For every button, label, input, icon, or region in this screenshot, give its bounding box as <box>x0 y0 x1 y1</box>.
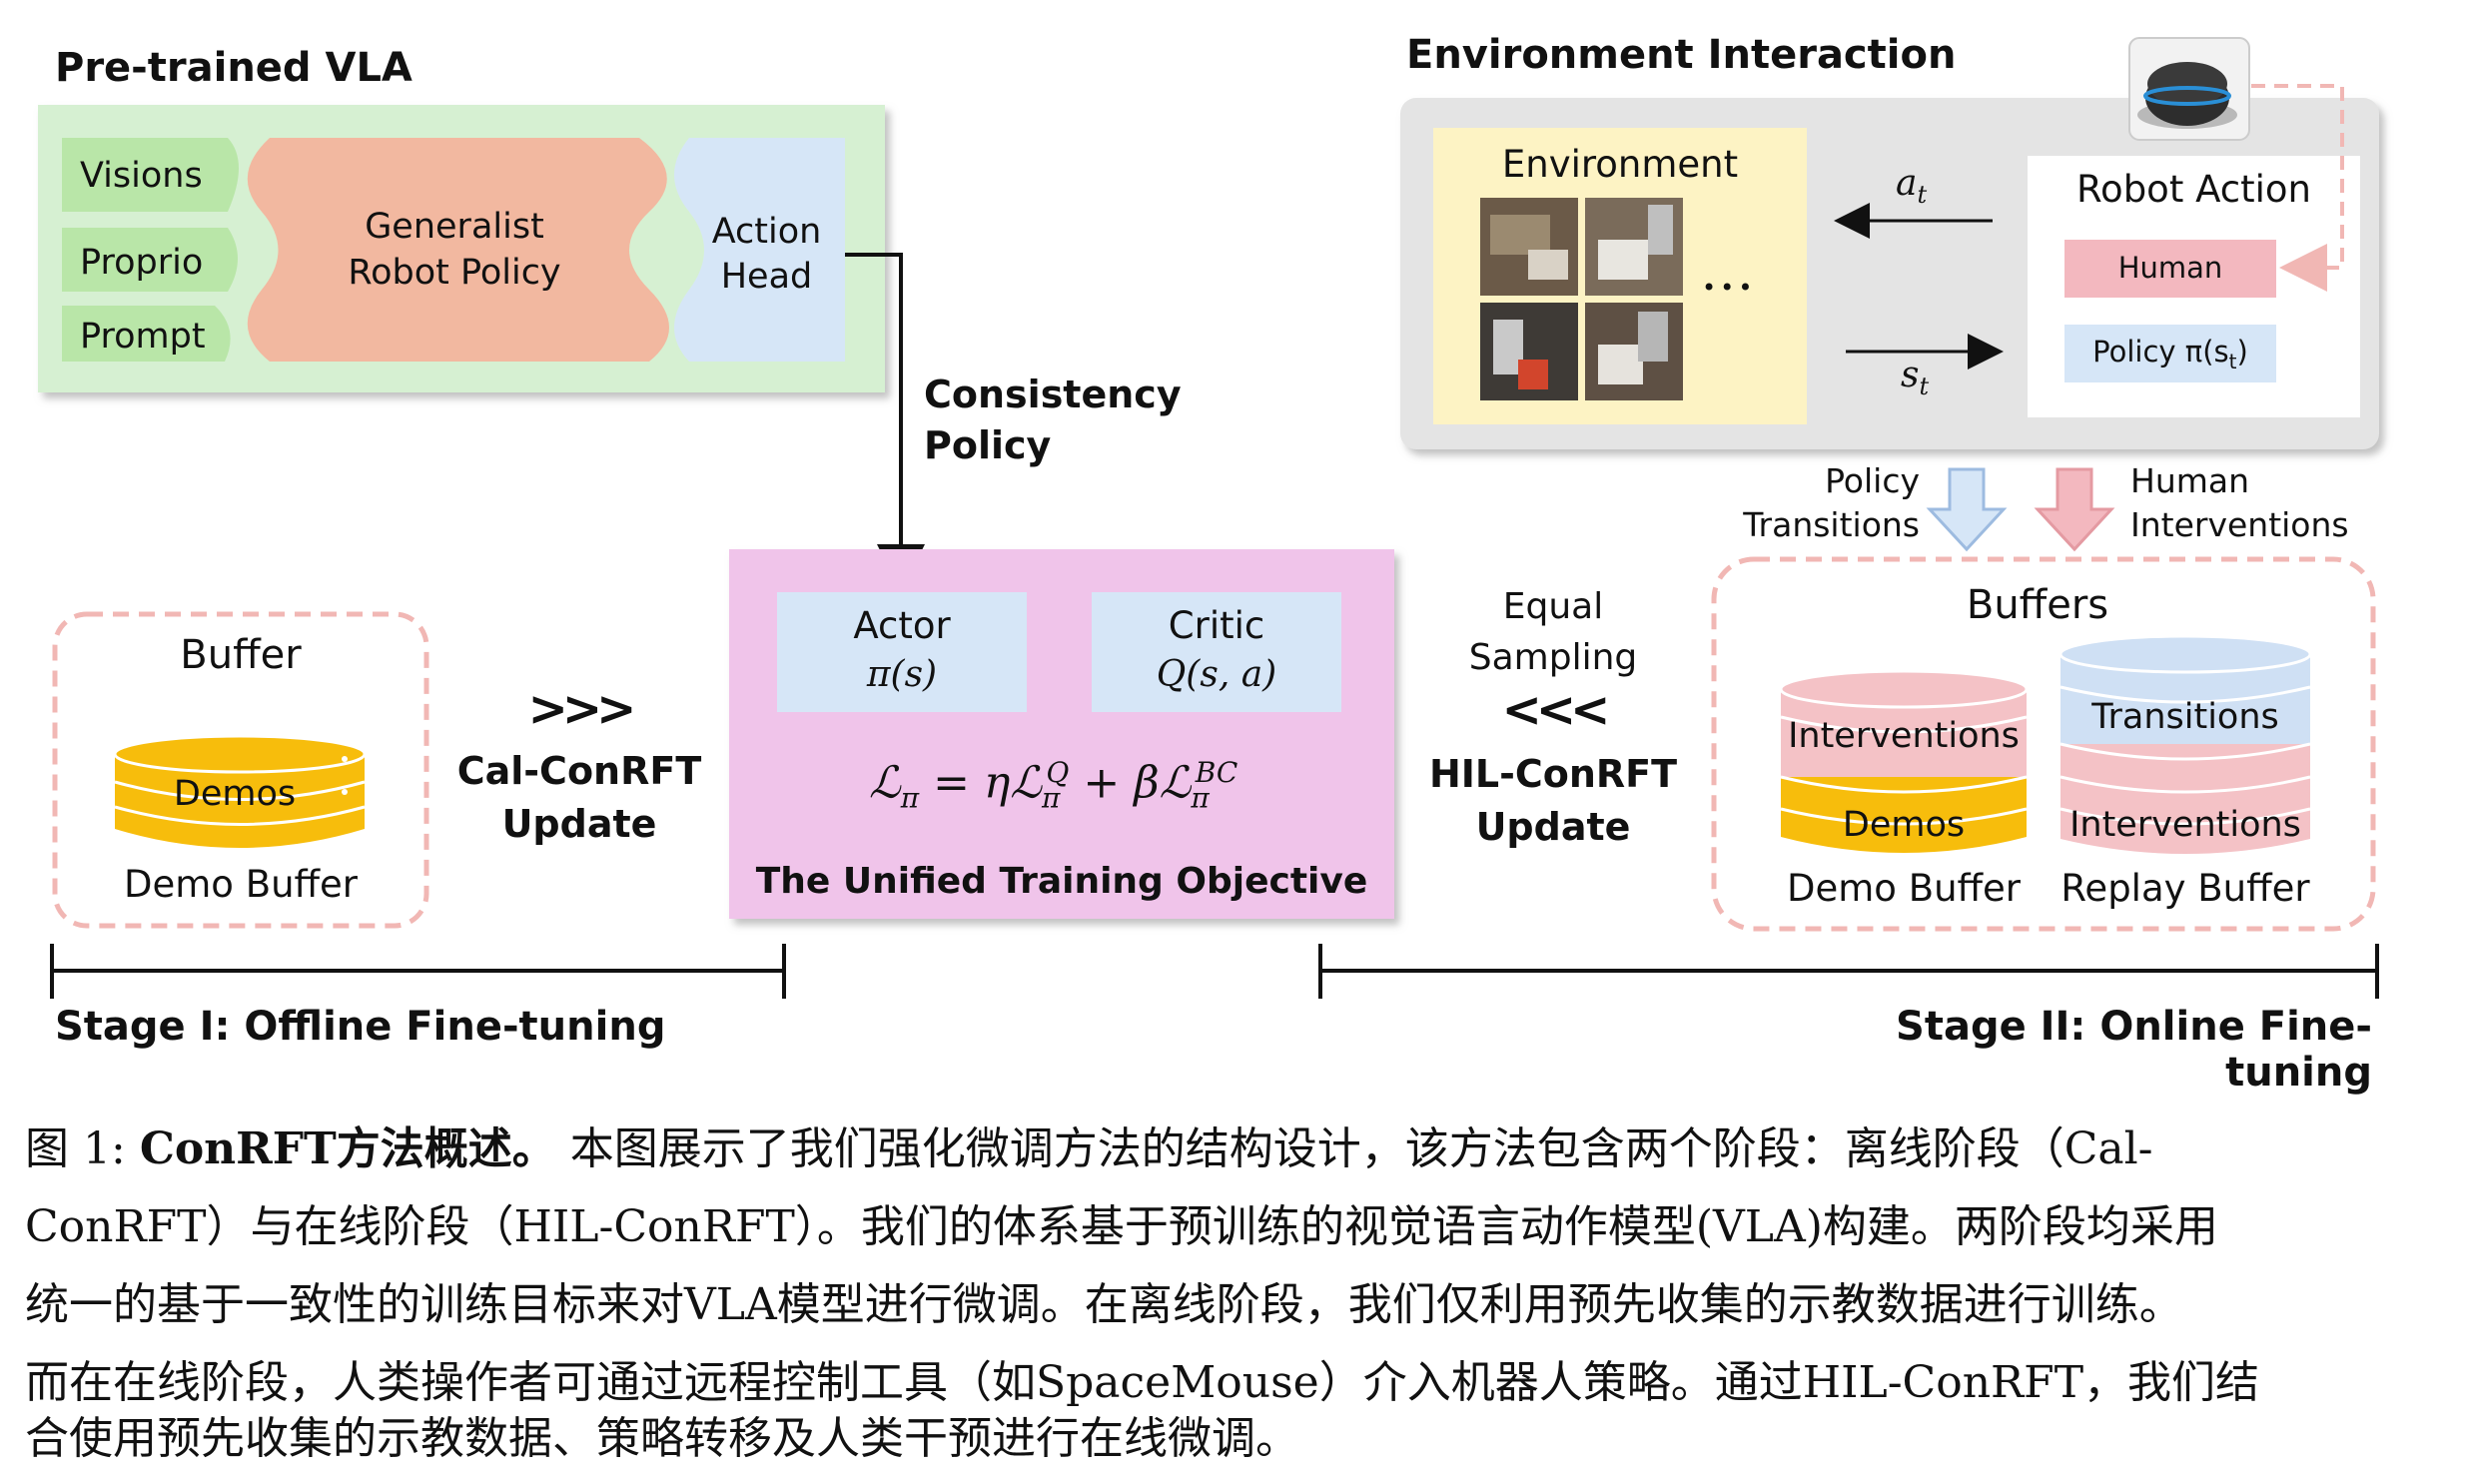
policy-line2: Robot Policy <box>348 253 561 293</box>
action-symbol-main: a <box>1896 163 1918 204</box>
device-to-human-line <box>2251 84 2344 292</box>
online-demo-cylinder <box>1779 669 2029 853</box>
critic-line2: Q(s, a) <box>1156 654 1277 695</box>
vla-title: Pre-trained VLA <box>55 45 412 91</box>
offline-buffer-box <box>52 611 429 929</box>
equal-line2: Sampling <box>1468 637 1638 678</box>
hil-line2: Update <box>1475 805 1631 849</box>
caption-label: 图 1: <box>25 1123 126 1174</box>
actor-box <box>777 592 1027 712</box>
hil-arrows: <<< <box>1501 682 1611 738</box>
demo-buffer-caption: Demo Buffer <box>1787 867 2021 910</box>
critic-line1: Critic <box>1168 604 1265 647</box>
cal-line1: Cal-ConRFT <box>456 749 702 793</box>
state-symbol-sub: t <box>1919 372 1930 401</box>
human-interventions-line2: Interventions <box>2130 505 2349 544</box>
robot-action-title: Robot Action <box>2076 168 2311 211</box>
replay-buffer-caption: Replay Buffer <box>2060 867 2310 910</box>
policy-label: Policy π(st) <box>2064 335 2276 373</box>
caption-text-1: 本图展示了我们强化微调方法的结构设计，该方法包含两个阶段：离线阶段（Cal- <box>569 1123 2153 1174</box>
action-head-line2: Head <box>720 257 813 297</box>
consistency-line2: Policy <box>924 423 1052 467</box>
action-head-shape <box>674 138 845 362</box>
visions-label: Visions <box>80 156 203 196</box>
action-symbol-sub: t <box>1917 181 1928 210</box>
human-interventions-line1: Human <box>2130 461 2250 500</box>
hil-line1: HIL-ConRFT <box>1428 752 1678 796</box>
policy-transitions-line1: Policy <box>1825 461 1920 500</box>
replay-cyl-bottom-label: Interventions <box>2069 805 2301 845</box>
human-label: Human <box>2117 251 2223 285</box>
visions-tab <box>62 138 239 212</box>
spacemouse-device <box>2128 37 2250 141</box>
online-buffers-box <box>1711 556 2376 932</box>
critic-box <box>1092 592 1341 712</box>
offline-demos-cylinder <box>113 734 367 848</box>
demo-cyl-bottom-label: Demos <box>1842 805 1966 845</box>
human-interventions-arrow <box>2034 467 2115 552</box>
objective-title: The Unified Training Objective <box>755 861 1368 902</box>
state-symbol-main: s <box>1901 355 1920 395</box>
policy-transitions-arrow <box>1926 467 2008 552</box>
replay-buffer-cylinder <box>2058 634 2312 854</box>
state-symbol: st <box>1901 355 1929 400</box>
stage2-label: Stage II: Online Fine-tuning <box>1896 1004 2372 1096</box>
environment-label: Environment <box>1501 143 1739 186</box>
caption-line2: ConRFT）与在线阶段（HIL-ConRFT）。我们的体系基于预训练的视觉语言… <box>25 1201 2218 1252</box>
caption-line5: 合使用预先收集的示教数据、策略转移及人类干预进行在线微调。 <box>25 1413 1299 1464</box>
policy-box <box>2064 325 2276 382</box>
ellipsis: ••• <box>1702 274 1757 302</box>
policy-transitions-line2: Transitions <box>1743 505 1920 544</box>
actor-line2: π(s) <box>866 654 938 695</box>
cal-arrows: >>> <box>527 681 637 737</box>
caption-bold: ConRFT方法概述。 <box>139 1123 556 1174</box>
online-buffers-title: Buffers <box>1966 582 2109 628</box>
policy-line1: Generalist <box>365 207 544 247</box>
action-head-line1: Action <box>711 212 822 252</box>
replay-cyl-top-label: Transitions <box>2091 697 2279 737</box>
policy-label-close: ) <box>2236 335 2248 369</box>
actor-line1: Actor <box>853 604 951 647</box>
caption-line4: 而在在线阶段，人类操作者可通过远程控制工具（如SpaceMouse）介入机器人策… <box>25 1357 2260 1408</box>
offline-demos-label: Demos <box>173 774 297 814</box>
equal-line1: Equal <box>1502 586 1604 627</box>
action-symbol: at <box>1896 163 1927 209</box>
objective-formula: ℒπ = ηℒπQ + βℒπBC <box>869 756 1238 815</box>
env-title: Environment Interaction <box>1406 32 1957 78</box>
stage2-bracket <box>1318 944 2379 999</box>
consistency-line1: Consistency <box>924 372 1182 416</box>
demo-cyl-top-label: Interventions <box>1788 716 2020 756</box>
stage1-bracket <box>50 944 786 999</box>
caption-line3: 统一的基于一致性的训练目标来对VLA模型进行微调。在离线阶段，我们仅利用预先收集… <box>25 1279 2183 1330</box>
proprio-tab <box>62 228 238 292</box>
human-box <box>2064 240 2276 298</box>
generalist-policy-shape <box>247 138 669 362</box>
consistency-connector <box>845 253 925 592</box>
caption-line1: 图 1: ConRFT方法概述。 本图展示了我们强化微调方法的结构设计，该方法包… <box>25 1111 2447 1188</box>
offline-buffer-title: Buffer <box>180 632 302 678</box>
policy-label-sub: t <box>2228 349 2237 373</box>
prompt-label: Prompt <box>80 317 206 357</box>
prompt-tab <box>62 306 231 362</box>
policy-label-main: Policy π(s <box>2092 335 2229 369</box>
proprio-label: Proprio <box>80 243 204 283</box>
stage1-label: Stage I: Offline Fine-tuning <box>55 1004 666 1050</box>
cal-line2: Update <box>501 802 657 846</box>
offline-buffer-caption: Demo Buffer <box>124 863 358 906</box>
